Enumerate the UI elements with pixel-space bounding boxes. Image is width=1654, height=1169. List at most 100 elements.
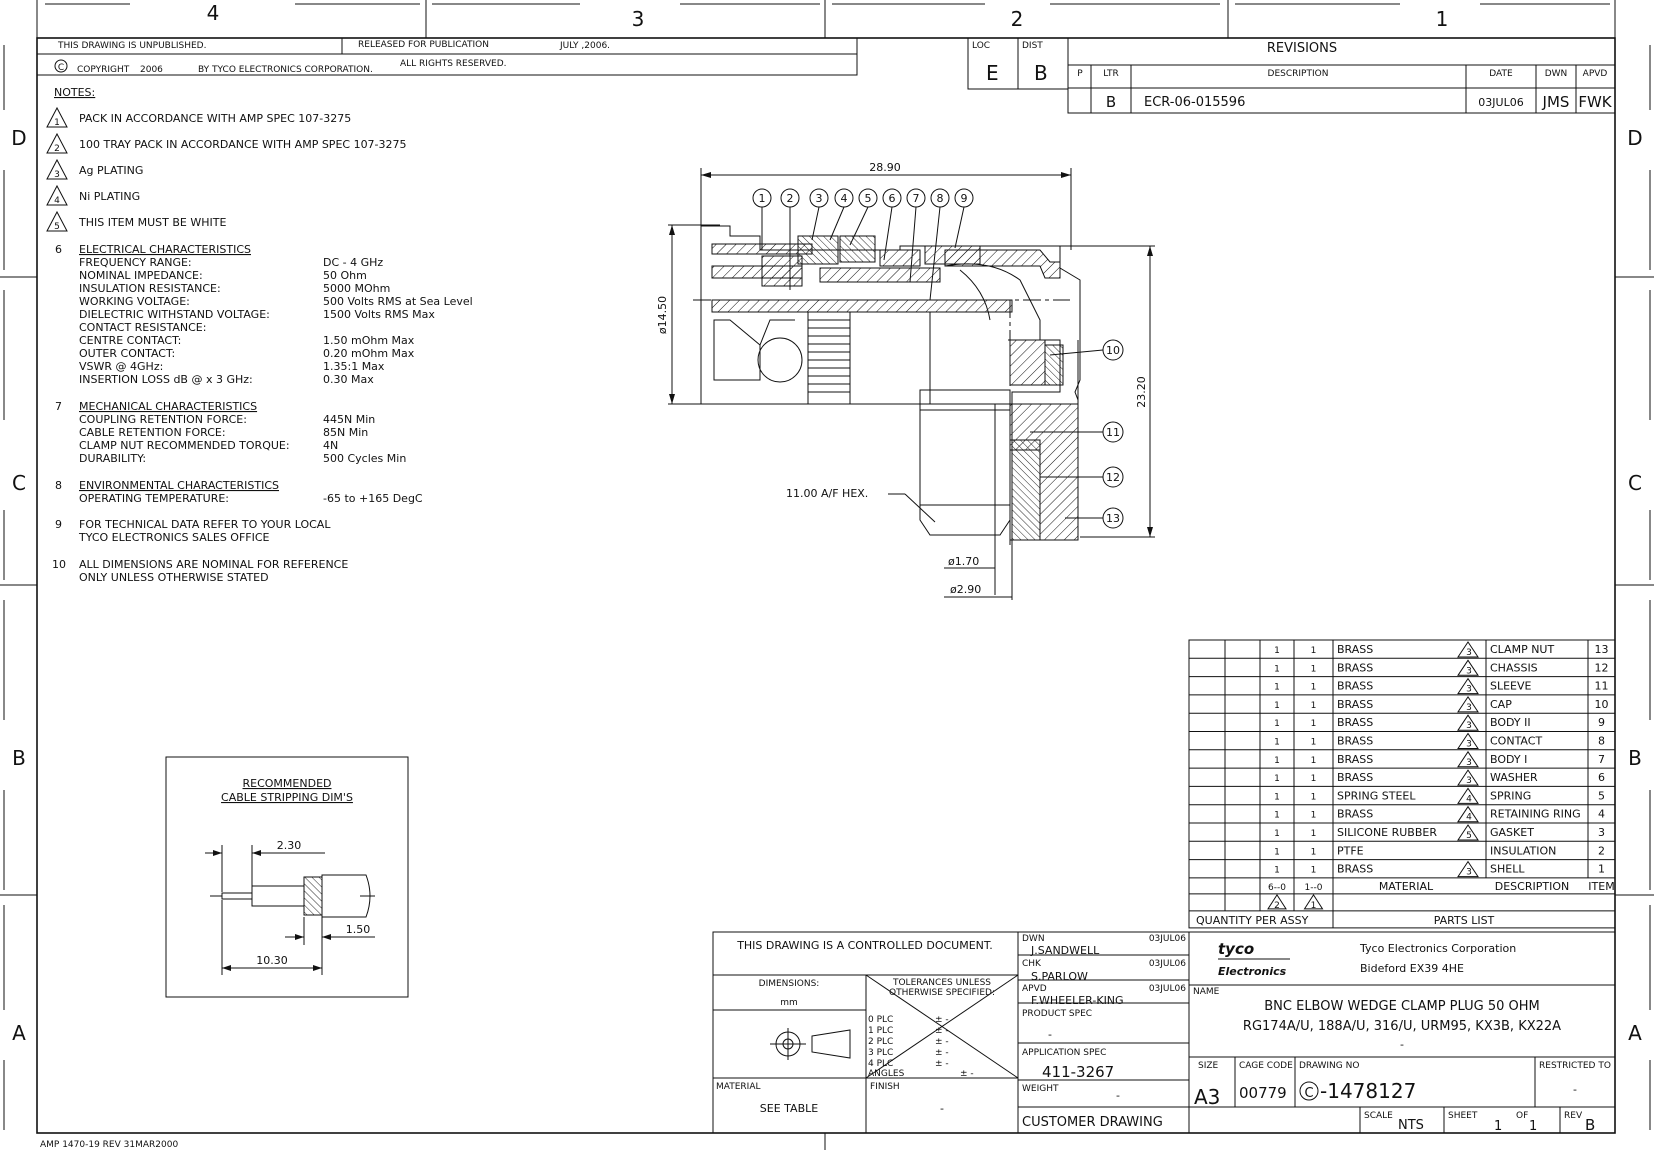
parts-qty-2: 1 — [1311, 701, 1317, 711]
plc-label: 1 PLC — [868, 1026, 893, 1036]
electrical-row-value: 50 Ohm — [323, 269, 367, 282]
parts-item: 11 — [1595, 680, 1609, 693]
zone-row-a-left: A — [12, 1021, 26, 1045]
callout-number: 13 — [1106, 512, 1120, 525]
callout-bubble — [809, 188, 829, 208]
environmental-title: ENVIRONMENTAL CHARACTERISTICS — [79, 479, 279, 492]
part-name-line-1: BNC ELBOW WEDGE CLAMP PLUG 50 OHM — [1264, 999, 1539, 1014]
zone-row-c-left: C — [12, 471, 26, 495]
dimensions-unit: mm — [780, 998, 798, 1008]
plc-label: 3 PLC — [868, 1048, 893, 1058]
note-9: 9 FOR TECHNICAL DATA REFER TO YOUR LOCAL… — [55, 518, 331, 544]
parts-material: BRASS — [1337, 863, 1373, 876]
copyright-label: COPYRIGHT — [77, 65, 130, 75]
parts-material: PTFE — [1337, 844, 1364, 857]
callout-bubble — [1102, 421, 1124, 443]
parts-flag: 3 — [1466, 721, 1472, 731]
electrical-row-value: 0.20 mOhm Max — [323, 347, 415, 360]
parts-description: SPRING — [1490, 789, 1531, 802]
rev-dwn: JMS — [1542, 93, 1570, 111]
callout-bubble — [1102, 466, 1124, 488]
rev-label: REV — [1564, 1111, 1583, 1121]
svg-text:3: 3 — [54, 170, 60, 180]
parts-description: RETAINING RING — [1490, 808, 1581, 821]
svg-text:ALL DIMENSIONS ARE NOMINAL FOR: ALL DIMENSIONS ARE NOMINAL FOR REFERENCE — [79, 558, 348, 571]
parts-material: BRASS — [1337, 771, 1373, 784]
electrical-title: ELECTRICAL CHARACTERISTICS — [79, 243, 251, 256]
dim-hex: 11.00 A/F HEX. — [786, 487, 868, 500]
parts-item: 7 — [1598, 753, 1605, 766]
callout-bubble — [780, 188, 800, 208]
application-spec-value: 411-3267 — [1042, 1063, 1114, 1081]
parts-qty-2: 1 — [1311, 866, 1317, 876]
mechanical-title: MECHANICAL CHARACTERISTICS — [79, 400, 257, 413]
plc-tolerance: ± - — [935, 1048, 949, 1058]
rev-col-dwn: DWN — [1545, 69, 1568, 79]
plc-label: 0 PLC — [868, 1015, 893, 1025]
flag-triangle-icon — [1457, 695, 1479, 713]
zone-col-1: 1 — [1436, 7, 1449, 31]
dwn-name: J.SANDWELL — [1030, 944, 1100, 957]
parts-item: 12 — [1595, 661, 1609, 674]
dim-height: 23.20 — [1135, 376, 1148, 408]
chk-label: CHK — [1022, 959, 1042, 969]
parts-item: 2 — [1598, 844, 1605, 857]
application-spec-label: APPLICATION SPEC — [1022, 1048, 1106, 1058]
strip-dim-b: 1.50 — [346, 923, 371, 936]
rights-text: ALL RIGHTS RESERVED. — [400, 59, 507, 69]
rev-apvd: FWK — [1578, 93, 1612, 111]
revisions-title: REVISIONS — [1267, 41, 1337, 56]
of-value: 1 — [1529, 1119, 1537, 1134]
callout-bubble — [834, 188, 854, 208]
electrical-row-label: OUTER CONTACT: — [79, 347, 175, 360]
title-block: THIS DRAWING IS A CONTROLLED DOCUMENT. D… — [712, 931, 1616, 1134]
dim-dia-left: ø14.50 — [656, 296, 669, 334]
callout-bubble — [752, 188, 772, 208]
svg-text:FOR TECHNICAL DATA REFER TO YO: FOR TECHNICAL DATA REFER TO YOUR LOCAL — [79, 518, 331, 531]
rev-ltr: B — [1106, 93, 1116, 111]
size-label: SIZE — [1198, 1061, 1219, 1071]
rev-date: 03JUL06 — [1478, 96, 1523, 109]
svg-text:6: 6 — [55, 243, 62, 256]
parts-qty-2: 1 — [1311, 738, 1317, 748]
apvd-date: 03JUL06 — [1149, 984, 1186, 994]
rev-col-ltr: LTR — [1103, 69, 1119, 79]
parts-description: GASKET — [1490, 826, 1534, 839]
connector-cross-section: 28.90 ø14.50 23.20 — [656, 161, 1155, 600]
copyright-icon — [54, 59, 68, 73]
flag-triangle-icon — [1457, 769, 1479, 786]
parts-flag: 4 — [1466, 794, 1472, 804]
parts-item: 4 — [1598, 808, 1605, 821]
product-spec-value: - — [1048, 1028, 1052, 1041]
parts-qty-flag: 2 — [1274, 901, 1280, 911]
parts-qty-1: 1 — [1274, 664, 1280, 674]
parts-qty-1: 1 — [1274, 756, 1280, 766]
parts-qty-flag: 1 — [1311, 901, 1317, 911]
note-text: 100 TRAY PACK IN ACCORDANCE WITH AMP SPE… — [79, 138, 407, 151]
callout-number: 7 — [913, 192, 920, 205]
zone-row-b-left: B — [12, 746, 26, 770]
callout-number: 5 — [865, 192, 872, 205]
copyright-by: BY TYCO ELECTRONICS CORPORATION. — [198, 65, 373, 75]
scale-label: SCALE — [1364, 1111, 1393, 1121]
parts-qty-1: 1 — [1274, 829, 1280, 839]
part-name-line-2: RG174A/U, 188A/U, 316/U, URM95, KX3B, KX… — [1243, 1019, 1561, 1034]
released-text: RELEASED FOR PUBLICATION — [358, 40, 489, 50]
parts-qty-2: 1 — [1311, 646, 1317, 656]
note-text: Ni PLATING — [79, 190, 140, 203]
loc-value: E — [986, 61, 999, 85]
rev-col-apvd: APVD — [1583, 69, 1608, 79]
parts-description: CHASSIS — [1490, 661, 1538, 674]
parts-qty-1: 1 — [1274, 683, 1280, 693]
strip-dim-a: 2.30 — [277, 839, 302, 852]
flag-triangle-icon — [46, 106, 68, 128]
part-name-line-3: - — [1400, 1038, 1404, 1051]
strip-dim-c: 10.30 — [256, 954, 288, 967]
parts-flag: 4 — [1466, 813, 1472, 823]
svg-text:8: 8 — [55, 479, 62, 492]
parts-col-description: DESCRIPTION — [1495, 880, 1569, 893]
restricted-value: - — [1573, 1083, 1577, 1096]
